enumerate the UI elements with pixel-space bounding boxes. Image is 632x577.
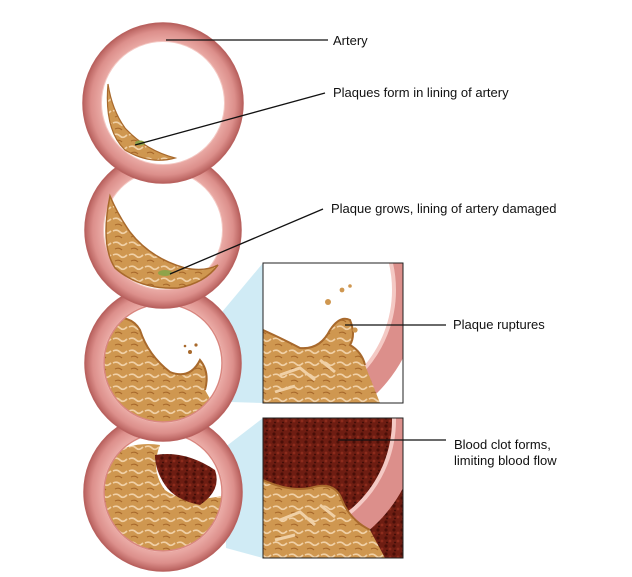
label-blood-clot: Blood clot forms, limiting blood flow: [454, 437, 557, 469]
artery-cross-section-1: [82, 22, 244, 184]
label-artery: Artery: [333, 33, 368, 48]
label-plaques-form: Plaques form in lining of artery: [333, 85, 509, 100]
label-plaque-grows: Plaque grows, lining of artery damaged: [331, 201, 557, 216]
label-blood-clot-line1: Blood clot forms,: [454, 437, 551, 452]
label-plaque-ruptures: Plaque ruptures: [453, 317, 545, 332]
artery-cross-section-4: [83, 412, 243, 572]
closeup-plaque-rupture: [262, 262, 404, 404]
artery-cross-section-2: [84, 151, 242, 309]
closeup-blood-clot: [262, 417, 404, 559]
leader-plaque-form: [134, 92, 326, 146]
label-blood-clot-line2: limiting blood flow: [454, 453, 557, 468]
artery-cross-section-3: [84, 284, 242, 442]
leader-plaque-grow: [169, 208, 324, 275]
